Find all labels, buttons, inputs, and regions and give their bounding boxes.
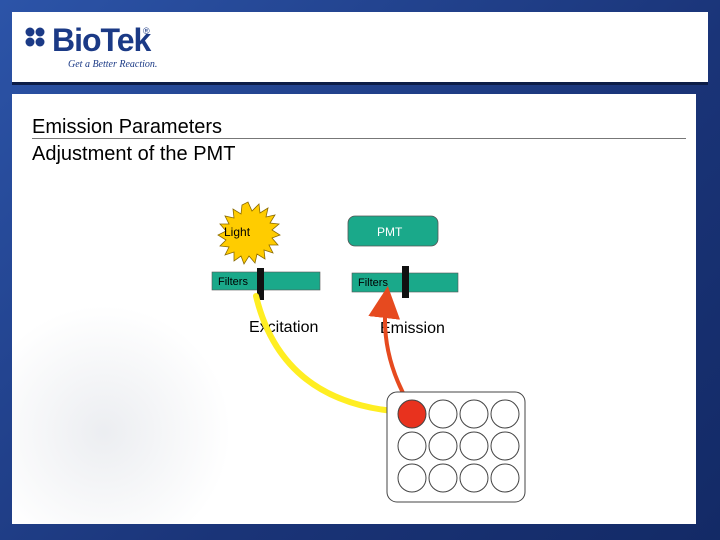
well [459, 399, 489, 429]
background-plate-watermark [12, 294, 242, 524]
header-bar: BioTek ® Get a Better Reaction. [12, 12, 708, 82]
slide-title: Emission Parameters [32, 116, 223, 138]
brand-tagline: Get a Better Reaction. [68, 59, 158, 70]
well [428, 463, 458, 493]
slide-subtitle: Adjustment of the PMT [32, 143, 236, 165]
well [490, 399, 520, 429]
well-active [397, 399, 427, 429]
microplate-wells [397, 399, 520, 493]
light-source-sun-icon [217, 201, 281, 265]
emission-label: Emission [380, 320, 445, 337]
biotek-logo-icon [25, 27, 45, 47]
light-label: Light [224, 225, 251, 239]
well [459, 463, 489, 493]
well [428, 431, 458, 461]
registered-mark: ® [143, 26, 150, 36]
excitation-filter-slider [257, 268, 264, 300]
filter-right-label: Filters [358, 277, 388, 289]
well [428, 399, 458, 429]
brand-name: BioTek [52, 22, 151, 58]
slide-canvas: Emission Parameters Adjustment of the PM… [12, 94, 696, 524]
pmt-label: PMT [377, 225, 403, 239]
emission-filter-slider [402, 266, 409, 298]
well [397, 463, 427, 493]
well [397, 431, 427, 461]
excitation-filter-bar [211, 271, 321, 291]
filter-left-label: Filters [218, 276, 248, 288]
well [459, 431, 489, 461]
well [490, 431, 520, 461]
well [490, 463, 520, 493]
excitation-label: Excitation [249, 319, 318, 336]
pmt-emission-diagram: Light PMT Filters Filters Excitation Emi… [211, 201, 526, 503]
pmt-detector-box [347, 215, 439, 247]
emission-light-path [368, 286, 411, 406]
excitation-light-path [253, 293, 407, 415]
title-divider [32, 138, 686, 139]
